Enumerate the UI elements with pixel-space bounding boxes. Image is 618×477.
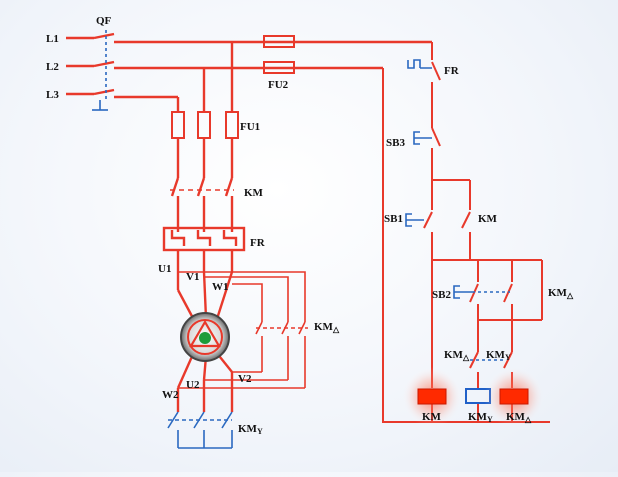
label-km-delta-hold: KM△ [548, 287, 574, 300]
label-w2: W2 [162, 389, 179, 401]
fuse-icon [263, 35, 295, 48]
control-circuit [382, 42, 550, 423]
label-fr-ctrl: FR [444, 65, 460, 77]
fuse-icon [263, 61, 295, 74]
labels: QF L1 L2 L3 FU2 FU1 KM FR U1 V1 W1 V2 U2… [46, 15, 574, 436]
fuse-icon [197, 111, 211, 139]
label-l2: L2 [46, 61, 59, 73]
label-km-main: KM [244, 187, 264, 199]
label-coil-km: KM [422, 411, 442, 423]
label-coil-km-y: KMY [468, 411, 493, 424]
fuse-icon [171, 111, 185, 139]
label-l3: L3 [46, 89, 59, 101]
label-qf: QF [96, 15, 112, 27]
label-km-y-power: KMY [238, 423, 263, 436]
fuse-icon [225, 111, 239, 139]
label-u2: U2 [186, 379, 200, 391]
label-km-delta-interlock: KM△ [444, 349, 470, 362]
label-sb2: SB2 [432, 289, 451, 301]
label-u1: U1 [158, 263, 171, 275]
label-sb3: SB3 [386, 137, 405, 149]
label-fu2: FU2 [268, 79, 289, 91]
relay-coil-icon [499, 388, 529, 405]
label-v2: V2 [238, 373, 252, 385]
relay-coil-icon [417, 388, 447, 405]
label-w1: W1 [212, 281, 229, 293]
label-sb1: SB1 [384, 213, 403, 225]
power-circuit [66, 32, 432, 412]
label-km-delta-power: KM△ [314, 321, 340, 334]
motor-icon [180, 312, 230, 362]
label-l1: L1 [46, 33, 59, 45]
label-fr-main: FR [250, 237, 266, 249]
label-coil-km-delta: KM△ [506, 411, 532, 424]
label-km-hold: KM [478, 213, 498, 225]
label-v1: V1 [186, 271, 199, 283]
label-fu1: FU1 [240, 121, 260, 133]
label-km-y-interlock: KMY [486, 349, 511, 362]
